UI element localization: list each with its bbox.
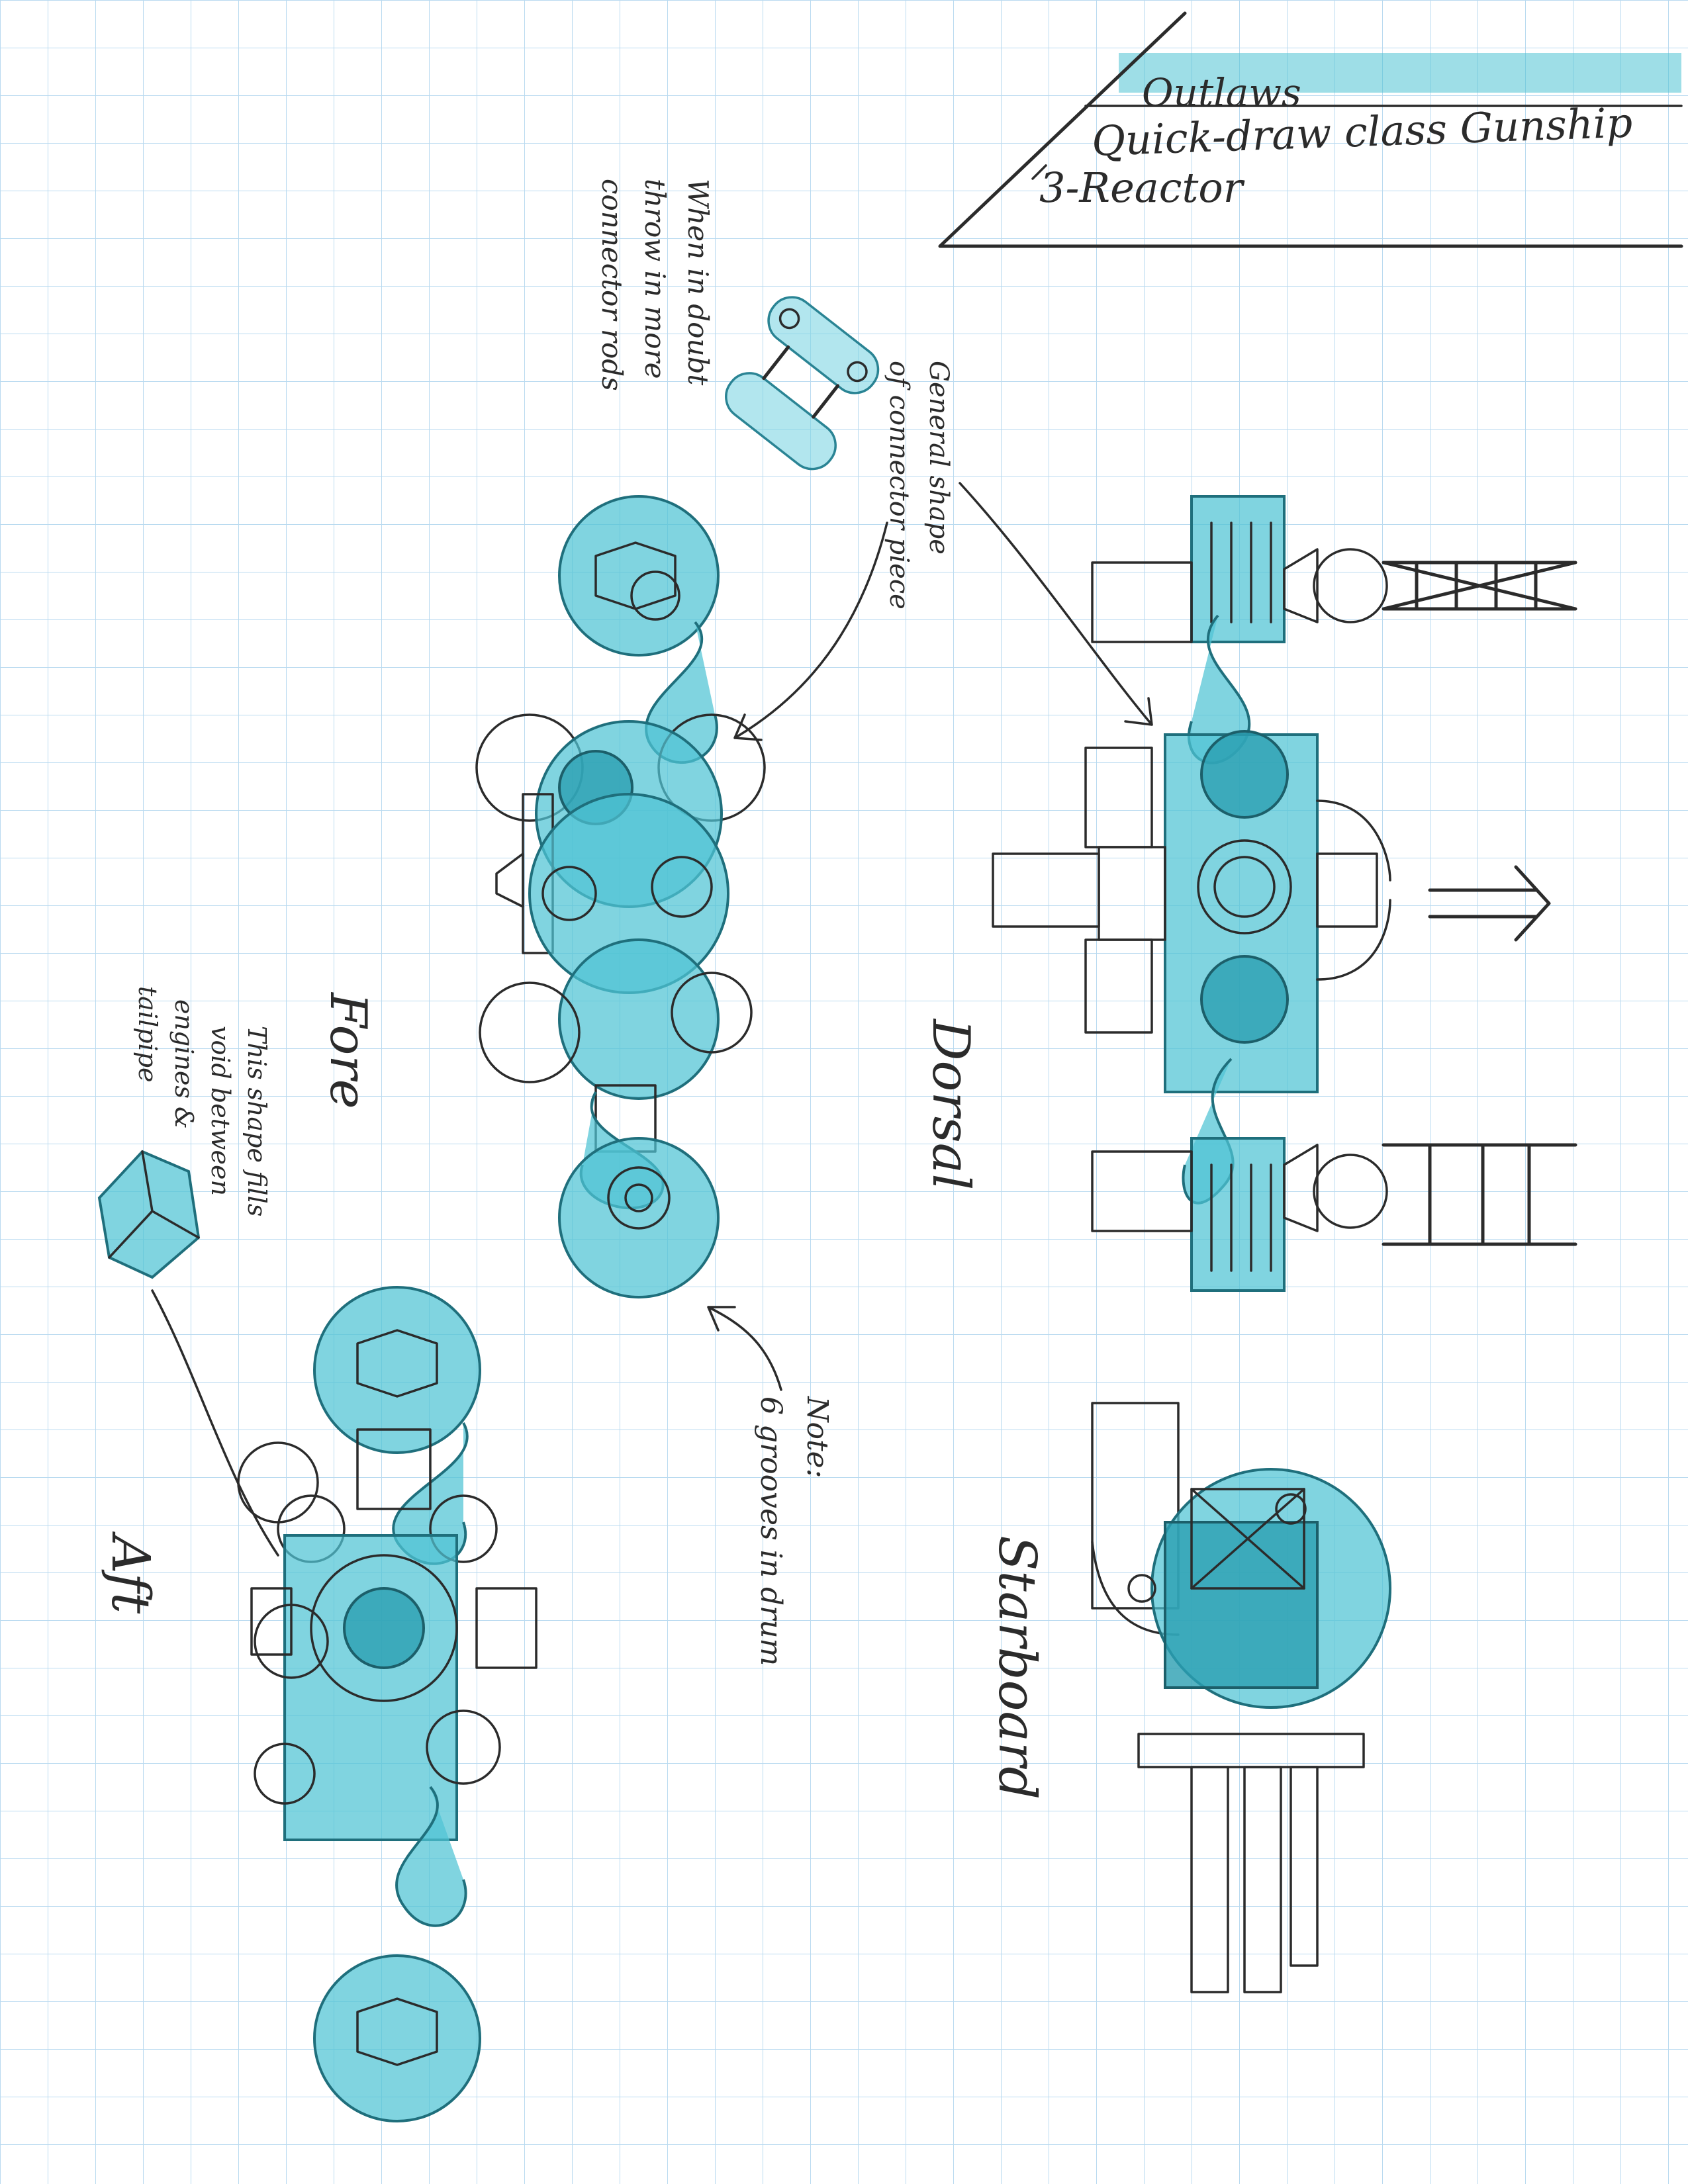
- title-block: Outlaws Quick-draw class Gunship 3-React…: [938, 11, 1683, 248]
- direction-arrow: [1428, 865, 1551, 942]
- svg-text:General shape: General shape: [923, 361, 954, 555]
- aft-view: Aft: [100, 1286, 538, 2122]
- fore-view-label: Fore: [319, 991, 378, 1109]
- title-frame: [938, 11, 1683, 248]
- svg-text:engines &: engines &: [169, 999, 199, 1129]
- svg-text:Note:: Note:: [800, 1396, 834, 1479]
- starboard-view-label: Starboard: [987, 1535, 1047, 1799]
- connector-piece-sketch: [725, 296, 880, 471]
- starboard-view: Starboard: [987, 1402, 1391, 1993]
- svg-text:This shape fills: This shape fills: [242, 1026, 271, 1216]
- note-drum-grooves: Note: 6 grooves in drum: [707, 1306, 834, 1666]
- fore-view: Fore: [319, 495, 766, 1298]
- svg-text:throw in more: throw in more: [639, 179, 671, 379]
- connector-arrow-dorsal: [959, 482, 1153, 726]
- note-void-shape: This shape fills void between engines & …: [133, 986, 271, 1216]
- dorsal-view: Dorsal: [921, 495, 1577, 1292]
- drum-note-arrow: [707, 1306, 782, 1391]
- void-filler-shape-sketch: [97, 1150, 279, 1557]
- title-faction: Outlaws: [1142, 70, 1301, 115]
- note-connector-rods: When in doubt throw in more connector ro…: [596, 179, 714, 391]
- title-highlight: [1119, 53, 1681, 93]
- void-note-arrow: [151, 1289, 279, 1557]
- title-reactor: 3-Reactor: [1039, 163, 1245, 212]
- svg-text:When in doubt: When in doubt: [682, 179, 714, 385]
- svg-text:connector rods: connector rods: [596, 179, 628, 391]
- svg-text:void between: void between: [206, 1026, 235, 1196]
- svg-text:tailpipe: tailpipe: [133, 986, 162, 1083]
- dorsal-view-label: Dorsal: [921, 1018, 980, 1190]
- svg-text:of connector piece: of connector piece: [884, 361, 914, 610]
- note-connector-shape: General shape of connector piece: [733, 361, 1153, 741]
- aft-view-label: Aft: [100, 1531, 162, 1614]
- svg-text:6 grooves in drum: 6 grooves in drum: [754, 1396, 788, 1666]
